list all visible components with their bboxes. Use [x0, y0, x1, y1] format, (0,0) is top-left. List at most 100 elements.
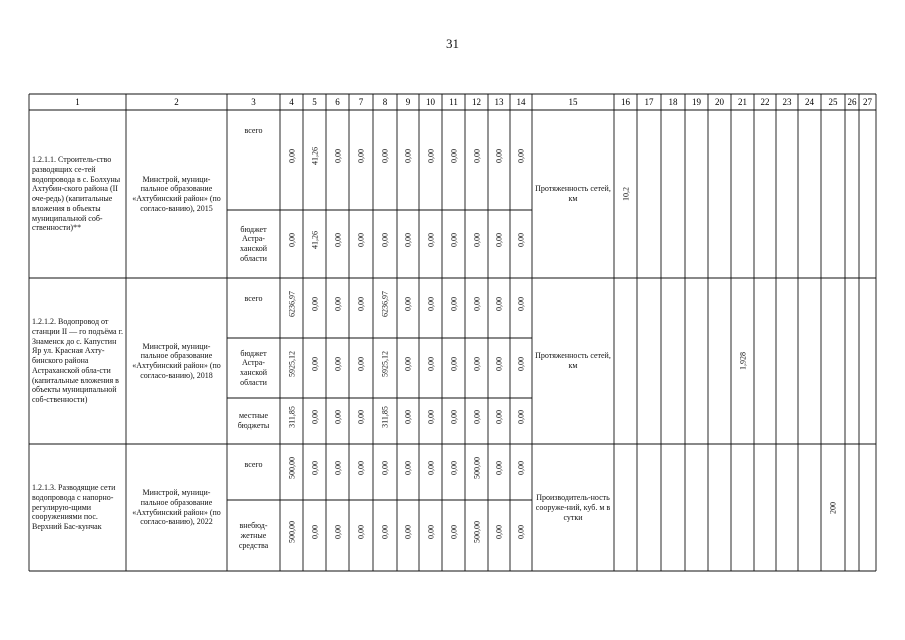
- funding-value: 0,00: [494, 524, 504, 539]
- funding-source: всего: [244, 460, 263, 469]
- funding-value: 0,00: [356, 149, 366, 163]
- column-header: 23: [783, 97, 793, 107]
- funding-value: 0,00: [426, 149, 435, 163]
- funding-value: 0,00: [356, 461, 366, 475]
- column-header: 2: [174, 97, 179, 107]
- indicator-name: Протяженность сетей, км: [535, 351, 611, 370]
- column-header: 17: [645, 97, 655, 107]
- funding-value: 0,00: [516, 461, 526, 475]
- funding-value: 0,00: [380, 149, 390, 163]
- column-header: 4: [289, 97, 294, 107]
- funding-value: 0,00: [310, 461, 319, 475]
- funding-value: 0,00: [449, 410, 458, 424]
- column-header: 9: [406, 97, 411, 107]
- funding-value: 0,00: [333, 297, 342, 311]
- funding-value: 0,00: [494, 297, 504, 311]
- funding-source: бюджет Астра-ханской области: [239, 348, 268, 387]
- indicator-name: Производитель-ность сооруже-ний, куб. м …: [535, 493, 611, 522]
- funding-value: 0,00: [356, 357, 366, 371]
- funding-value: 0,00: [310, 357, 319, 371]
- funding-value: 41,26: [310, 147, 319, 165]
- funding-value: 0,00: [494, 357, 504, 371]
- funding-value: 0,00: [449, 357, 458, 371]
- funding-value: 0,00: [426, 233, 435, 247]
- funding-value: 0,00: [494, 149, 504, 163]
- funding-value: 0,00: [403, 410, 413, 424]
- column-header: 22: [761, 97, 770, 107]
- column-header: 24: [805, 97, 815, 107]
- column-header: 21: [738, 97, 747, 107]
- funding-value: 0,00: [403, 233, 413, 247]
- project-name: 1.2.1.1. Строитель-ство разводящих се-те…: [32, 155, 121, 233]
- funding-value: 311,85: [380, 406, 390, 428]
- funding-value: 6236,97: [287, 291, 296, 317]
- funding-value: 500,00: [472, 520, 481, 543]
- column-header: 20: [715, 97, 725, 107]
- funding-source: внебюд-жетные средства: [238, 521, 269, 550]
- funding-value: 0,00: [494, 461, 504, 475]
- funding-value: 0,00: [356, 524, 366, 539]
- funding-value: 0,00: [333, 410, 342, 424]
- funding-value: 0,00: [380, 524, 390, 539]
- column-header: 27: [863, 97, 873, 107]
- funding-value: 0,00: [426, 410, 435, 424]
- funding-value: 0,00: [333, 149, 342, 163]
- column-header: 5: [312, 97, 317, 107]
- funding-value: 5925,12: [380, 351, 390, 377]
- funding-value: 5925,12: [287, 351, 296, 377]
- column-header: 7: [359, 97, 364, 107]
- funding-value: 6236,97: [380, 291, 390, 317]
- funding-value: 0,00: [333, 461, 342, 475]
- funding-value: 0,00: [333, 233, 342, 247]
- funding-value: 0,00: [449, 297, 458, 311]
- funding-value: 0,00: [403, 461, 413, 475]
- funding-value: 0,00: [403, 524, 413, 539]
- column-header: 12: [472, 97, 481, 107]
- funding-value: 0,00: [287, 233, 296, 247]
- indicator-name: Протяженность сетей, км: [535, 184, 611, 203]
- column-header: 3: [251, 97, 256, 107]
- funding-value: 0,00: [449, 524, 458, 539]
- funding-value: 0,00: [472, 297, 481, 311]
- funding-value: 0,00: [516, 357, 526, 371]
- target-value: 10,2: [621, 187, 630, 201]
- column-header: 8: [383, 97, 388, 107]
- funding-value: 0,00: [472, 357, 481, 371]
- funding-value: 311,85: [287, 406, 296, 428]
- funding-value: 0,00: [287, 149, 296, 163]
- column-header: 25: [829, 97, 839, 107]
- funding-value: 0,00: [494, 233, 504, 247]
- funding-value: 0,00: [516, 297, 526, 311]
- target-value: 1,928: [738, 352, 747, 370]
- column-header: 11: [449, 97, 458, 107]
- funding-value: 41,26: [310, 231, 319, 249]
- responsible-org: Минстрой, муници-пальное образование «Ах…: [132, 488, 221, 527]
- funding-value: 0,00: [403, 357, 413, 371]
- column-header: 19: [692, 97, 702, 107]
- funding-value: 0,00: [449, 233, 458, 247]
- page-number: 31: [446, 36, 459, 51]
- project-name: 1.2.1.3. Разводящие сети водопровода с н…: [32, 483, 116, 531]
- column-header: 14: [517, 97, 527, 107]
- funding-source: бюджет Астра-ханской области: [239, 224, 268, 263]
- funding-value: 0,00: [426, 524, 435, 539]
- column-header: 6: [335, 97, 340, 107]
- column-header: 26: [848, 97, 858, 107]
- funding-value: 0,00: [333, 357, 342, 371]
- funding-value: 0,00: [516, 410, 526, 424]
- funding-value: 0,00: [494, 410, 504, 424]
- column-header: 16: [621, 97, 631, 107]
- responsible-org: Минстрой, муници-пальное образование «Ах…: [132, 174, 221, 213]
- column-header: 18: [669, 97, 679, 107]
- funding-value: 0,00: [449, 461, 458, 475]
- responsible-org: Минстрой, муници-пальное образование «Ах…: [132, 341, 221, 380]
- target-value: 200: [828, 501, 838, 514]
- funding-value: 0,00: [426, 357, 435, 371]
- funding-value: 500,00: [472, 457, 481, 479]
- funding-value: 0,00: [356, 410, 366, 424]
- funding-value: 0,00: [403, 149, 413, 163]
- funding-value: 0,00: [403, 297, 413, 311]
- funding-value: 0,00: [472, 233, 481, 247]
- column-header: 13: [495, 97, 505, 107]
